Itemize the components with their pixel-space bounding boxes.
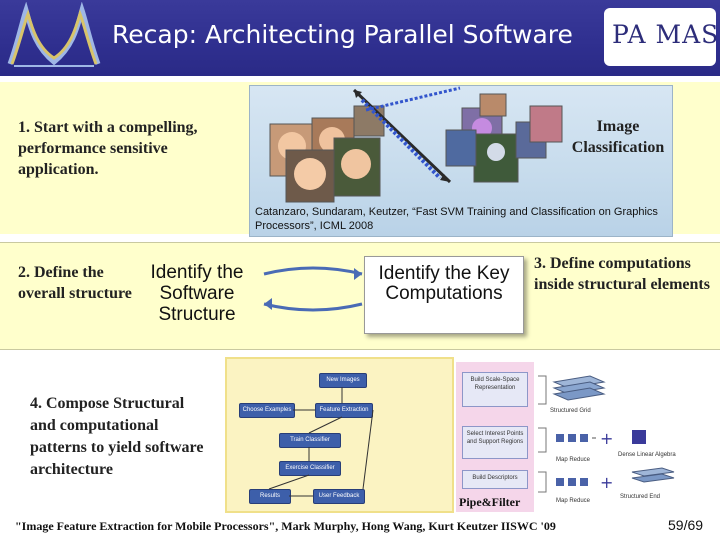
software-structure-label: Identify the Software Structure [150, 262, 244, 325]
key-computations-box [364, 256, 524, 334]
parmas-logo [604, 8, 716, 66]
pattern-label: Structured Grid [550, 408, 591, 414]
flow-box: User Feedback [313, 489, 365, 504]
pipe-stage: Build Scale-Space Representation [462, 372, 528, 407]
pipe-stage: Select Interest Points and Support Regio… [462, 426, 528, 459]
svg-text:+: + [600, 429, 613, 448]
step3-text: 3. Define computations inside structural… [534, 255, 710, 293]
photo-collage-image [269, 86, 563, 203]
pipe-stage: Build Descriptors [462, 470, 528, 489]
flow-box: New Images [319, 373, 367, 388]
slide-header [0, 0, 720, 76]
image-classification-label: Image Classification [571, 118, 665, 156]
structural-flow-diagram: New Images Choose Examples Feature Extra… [225, 357, 454, 513]
left-logo-icon [7, 2, 101, 67]
page-number: 59/69 [668, 517, 704, 533]
flow-box: Train Classifier [279, 433, 341, 448]
step2-line1: 2. Define the [18, 264, 104, 281]
flow-box: Exercise Classifier [279, 461, 341, 476]
step4-text: 4. Compose Structural and computational … [30, 395, 204, 478]
pattern-label: Map Reduce [556, 457, 591, 463]
key-computations-label: Identify the Key Computations [378, 263, 510, 304]
step1-text: 1. Start with a compelling, performance … [18, 119, 198, 178]
page-title: Recap: Architecting Parallel Software [112, 20, 573, 49]
image-classification-panel [249, 85, 673, 237]
step2-band [0, 242, 720, 350]
flow-box: Feature Extraction [315, 403, 373, 418]
software-structure-box [134, 258, 260, 330]
pattern-label: Dense Linear Algebra [618, 452, 676, 458]
two-way-arrow-icon [263, 266, 363, 312]
pipe-filter-diagram: Build Scale-Space Representation Select … [456, 362, 534, 512]
parmas-logo-text: PA MAS [612, 20, 720, 49]
step2-line2: overall structure [18, 285, 132, 302]
pipe-filter-label: Pipe&Filter [459, 495, 521, 509]
pattern-label: Map Reduce [556, 498, 591, 504]
mobile-citation: "Image Feature Extraction for Mobile Pro… [15, 519, 556, 533]
svm-citation: Catanzaro, Sundaram, Keutzer, “Fast SVM … [255, 206, 658, 232]
flow-arrows-icon [268, 387, 374, 497]
step2-text: 2. Define the overall structure [18, 262, 132, 304]
computational-patterns-icon: + + [538, 375, 675, 493]
svg-text:+: + [600, 473, 613, 492]
pattern-label: Structured End [620, 494, 661, 500]
